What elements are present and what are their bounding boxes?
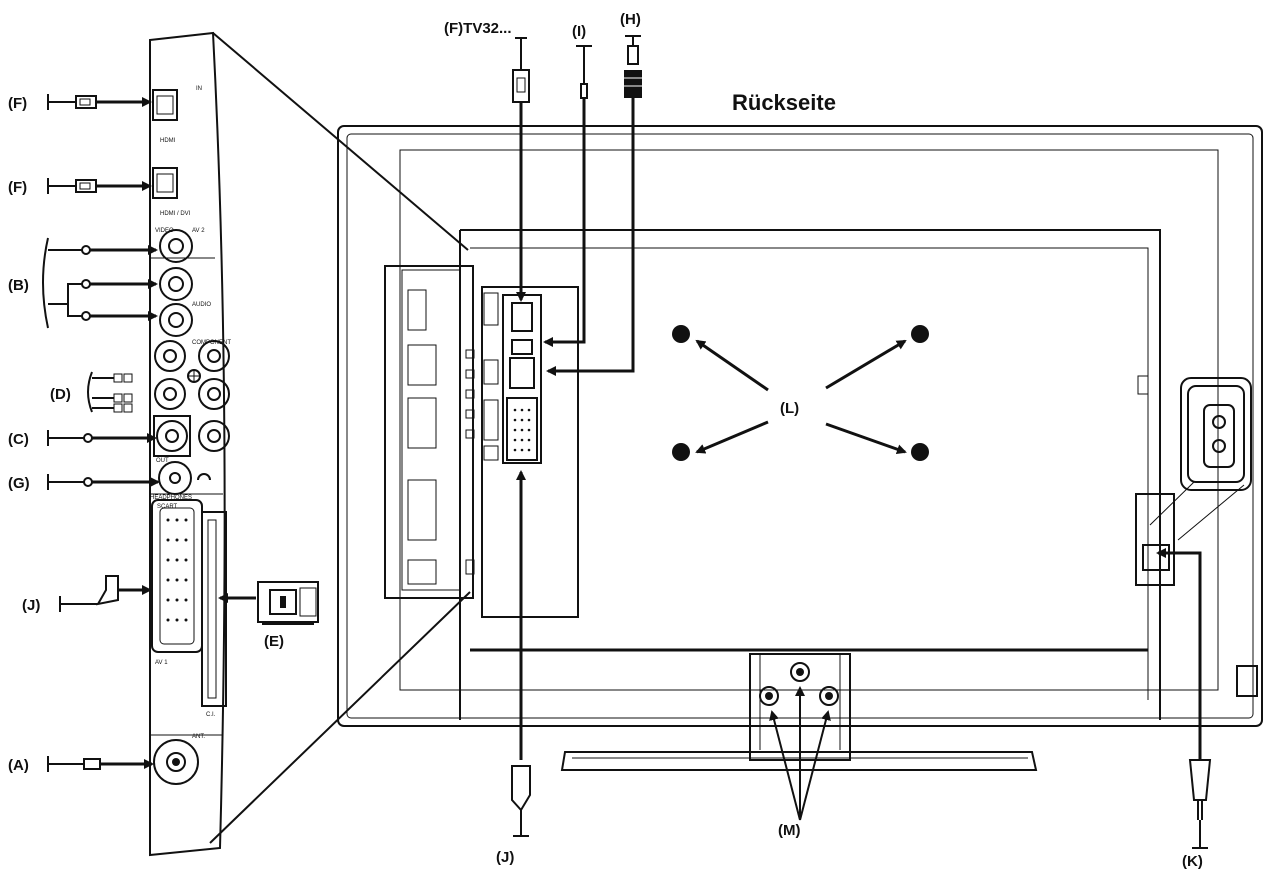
panel-hdmi-2-port bbox=[152, 89, 178, 121]
svg-text:IN: IN bbox=[196, 86, 202, 92]
panel-antenna-jack bbox=[153, 739, 199, 785]
label-F-1: (F) bbox=[8, 95, 27, 112]
label-E: (E) bbox=[264, 633, 284, 650]
svg-text:AV 2: AV 2 bbox=[192, 228, 205, 234]
svg-text:AUDIO: AUDIO bbox=[192, 302, 211, 308]
panel-ci-slot bbox=[201, 511, 227, 707]
cable-B-audio-video bbox=[42, 237, 158, 329]
label-L: (L) bbox=[780, 400, 799, 417]
label-J-left: (J) bbox=[22, 597, 40, 614]
svg-text:HEADPHONES: HEADPHONES bbox=[150, 495, 192, 501]
tv-stand bbox=[560, 653, 1038, 821]
side-terminal-panel bbox=[384, 265, 475, 599]
rear-hdmi-port bbox=[511, 302, 533, 332]
label-G: (G) bbox=[8, 475, 30, 492]
power-inlet bbox=[1135, 375, 1258, 697]
cable-J-scart-bottom bbox=[511, 470, 531, 837]
svg-text:HDMI / DVI: HDMI / DVI bbox=[160, 211, 191, 217]
label-M: (M) bbox=[778, 822, 801, 839]
cable-F-hdmi-2 bbox=[47, 94, 152, 110]
cable-I-audio bbox=[543, 45, 592, 347]
cable-G-headphones bbox=[47, 474, 160, 490]
label-D: (D) bbox=[50, 386, 71, 403]
module-E-ci-card bbox=[218, 581, 319, 625]
label-B: (B) bbox=[8, 277, 29, 294]
tv-back-housing bbox=[337, 125, 1263, 727]
label-C: (C) bbox=[8, 431, 29, 448]
vesa-mount-holes bbox=[672, 325, 929, 461]
label-H: (H) bbox=[620, 11, 641, 28]
label-M-arrows bbox=[769, 686, 831, 821]
cable-F-hdmi-top bbox=[512, 37, 530, 302]
rear-lan-port bbox=[509, 357, 535, 389]
label-A: (A) bbox=[8, 757, 29, 774]
svg-text:ANT.: ANT. bbox=[192, 734, 205, 740]
svg-text:COMPONENT: COMPONENT bbox=[192, 340, 231, 346]
panel-headphones-jack bbox=[158, 461, 192, 495]
cable-H-lan bbox=[546, 35, 642, 376]
cable-C-coax bbox=[47, 430, 157, 446]
rear-terminal-block bbox=[481, 286, 579, 618]
svg-text:AV 1: AV 1 bbox=[155, 660, 168, 666]
svg-text:VIDEO: VIDEO bbox=[155, 228, 174, 234]
stand-screw-holes bbox=[759, 662, 839, 706]
cable-K-power bbox=[1156, 548, 1212, 849]
rear-audio-jack bbox=[511, 339, 533, 355]
svg-text:C.I.: C.I. bbox=[206, 712, 216, 718]
enlarged-side-panel: HDMI HDMI / DVI VIDEO AV 2 AUDIO COMPONE… bbox=[149, 31, 231, 857]
label-I: (I) bbox=[572, 23, 586, 40]
label-J-bottom: (J) bbox=[496, 849, 514, 866]
cable-A-antenna bbox=[47, 756, 154, 772]
label-F-2: (F) bbox=[8, 179, 27, 196]
cable-D-component bbox=[87, 371, 133, 413]
svg-text:SCART: SCART bbox=[157, 504, 178, 510]
zoom-guide-lines bbox=[209, 32, 471, 844]
panel-rca-jacks bbox=[153, 229, 230, 457]
cable-F-hdmi-1 bbox=[47, 178, 152, 194]
svg-text:OUT: OUT bbox=[156, 458, 169, 464]
label-top-cable: (F)TV32... bbox=[444, 20, 512, 37]
diagram-title: Rückseite bbox=[732, 90, 836, 115]
svg-text:HDMI: HDMI bbox=[160, 138, 176, 144]
cable-J-scart-left bbox=[59, 575, 152, 612]
panel-hdmi-1-port bbox=[152, 167, 178, 199]
label-K: (K) bbox=[1182, 853, 1203, 870]
rear-dvi-scart-port bbox=[506, 397, 538, 461]
